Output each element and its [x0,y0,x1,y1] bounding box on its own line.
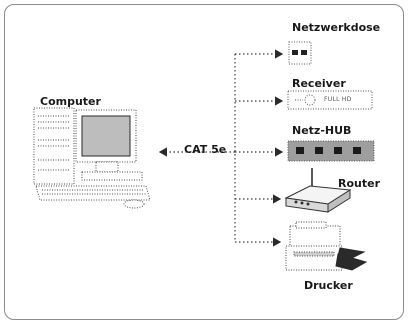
cable-label: CAT 5e [184,143,227,156]
router-label: Router [338,177,381,190]
receiver-icon [287,90,373,110]
netzwerkdose-label: Netzwerkdose [292,21,381,34]
computer-icon [33,107,151,209]
drucker-icon [285,221,368,271]
connection-lines [158,49,284,247]
receiver-label: Receiver [292,77,346,90]
drucker-label: Drucker [304,279,353,292]
netzwerkdose-icon [288,41,312,65]
computer-label: Computer [40,95,101,108]
router-icon [284,168,352,213]
netz-hub-label: Netz-HUB [292,124,352,137]
receiver-display-text: FULL HD [324,96,352,103]
netz-hub-icon [287,140,375,162]
